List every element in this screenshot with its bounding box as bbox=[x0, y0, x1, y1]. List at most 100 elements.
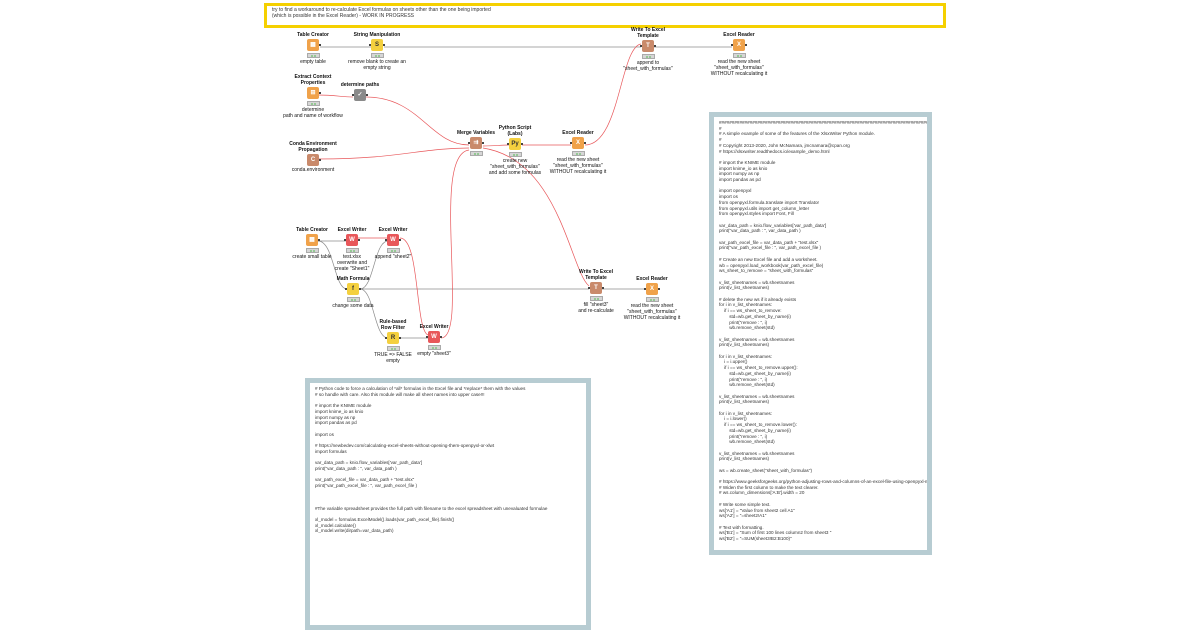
node-excel-writer-3[interactable]: Excel Writer W empty "sheet3" bbox=[404, 324, 464, 357]
code-line: # delete the new ws if it already exists bbox=[719, 296, 797, 302]
code-line: # Text with formatting. bbox=[719, 553, 922, 555]
node-label: test.xlsx overwrite and create "Sheet1" bbox=[334, 254, 370, 272]
code-line: # https://xlsxwriter.readthedocs.io/exam… bbox=[719, 148, 830, 154]
node-label: determine path and name of workflow bbox=[283, 107, 343, 119]
code-line: # https://www.geeksforgeeks.org/python-a… bbox=[719, 479, 932, 485]
flow-paths-to-merge bbox=[365, 96, 470, 146]
node-python-script-labs[interactable]: Python Script (Labs) Py create new "shee… bbox=[485, 125, 545, 176]
code-line: print(v_list_sheetnames) bbox=[719, 456, 770, 462]
node-status-indicator bbox=[386, 248, 400, 253]
string-icon: S bbox=[369, 39, 385, 51]
python-icon: Py bbox=[507, 138, 523, 150]
node-excel-reader-1[interactable]: Excel Reader X read the new sheet "sheet… bbox=[548, 130, 608, 175]
node-label: change some data bbox=[332, 303, 374, 309]
code-line: print("var_data_path : ", var_data_path … bbox=[719, 228, 801, 234]
node-excel-writer-2[interactable]: Excel Writer W append "sheet2" bbox=[363, 227, 423, 260]
code-line: wb.remove_sheet(std) bbox=[719, 439, 775, 445]
node-status-indicator bbox=[306, 101, 320, 106]
node-extract-context-properties[interactable]: Extract Context Properties ⊞ determine p… bbox=[283, 74, 343, 119]
code-line: for i in v_list_sheetnames: bbox=[719, 353, 773, 359]
node-status-indicator bbox=[305, 248, 319, 253]
code-line: print(v_list_sheetnames) bbox=[719, 342, 770, 348]
node-metanode-determine-paths[interactable]: determine paths ✓ bbox=[330, 82, 390, 101]
node-title: Excel Writer bbox=[337, 227, 367, 233]
code-line: var_path_excel_file = var_data_path + "t… bbox=[315, 477, 415, 483]
code-line: v_list_sheetnames = wb.sheetnames bbox=[719, 393, 795, 399]
code-line: std=wb.get_sheet_by_name(i) bbox=[719, 370, 791, 376]
node-status-indicator bbox=[346, 297, 360, 302]
node-rule-based-row-filter[interactable]: Rule-based Row Filter R TRUE => FALSE em… bbox=[363, 319, 423, 364]
node-label: fill "sheet3" and re-calculate bbox=[578, 302, 614, 314]
node-title: Math Formula bbox=[336, 276, 370, 282]
code-line: if i == ws_sheet_to_remove: bbox=[719, 308, 782, 314]
flow-writer3-to-merge bbox=[440, 149, 470, 339]
connection-math-to-writer2 bbox=[359, 240, 389, 290]
node-excel-reader-3[interactable]: Excel Reader X read the new sheet "sheet… bbox=[622, 276, 682, 321]
code-line: import numpy as np bbox=[719, 171, 760, 177]
code-line: # import the KNIME module bbox=[719, 159, 776, 165]
code-line: # Text with formatting. bbox=[719, 524, 764, 530]
node-excel-reader-2[interactable]: Excel Reader X read the new sheet "sheet… bbox=[709, 32, 769, 77]
code-line: std=wb.get_sheet_by_name(i) bbox=[719, 427, 791, 433]
node-label: empty table bbox=[300, 59, 326, 65]
code-line: v_list_sheetnames = wb.sheetnames bbox=[719, 336, 795, 342]
node-title: Excel Writer bbox=[419, 324, 449, 330]
code-line: import formulas bbox=[315, 448, 347, 454]
code-line: v_list_sheetnames = wb.sheetnames bbox=[719, 279, 795, 285]
code-line: # Write some simple text. bbox=[719, 501, 771, 507]
code-line: # Copyright 2013-2020, John McNamara, jm… bbox=[719, 142, 850, 148]
code-line: for i in v_list_sheetnames: bbox=[719, 410, 773, 416]
node-status-indicator bbox=[370, 53, 384, 58]
node-status-indicator bbox=[641, 54, 655, 59]
code-line: #The variable spreadsheet provides the f… bbox=[315, 505, 548, 511]
code-line: print("var_path_excel_file : ", var_path… bbox=[315, 482, 418, 488]
node-write-to-excel-template-1[interactable]: Write To Excel Template T append to "she… bbox=[618, 27, 678, 72]
code-line: wb.remove_sheet(std) bbox=[719, 382, 775, 388]
node-status-indicator bbox=[427, 345, 441, 350]
xls-template-icon: T bbox=[588, 282, 604, 294]
code-line: import openpyxl bbox=[719, 188, 752, 194]
node-label: empty "sheet3" bbox=[417, 351, 451, 357]
banner-line-1: try to find a workaround to re-calculate… bbox=[272, 7, 491, 13]
node-table-creator-small[interactable]: Table Creator ▦ create small table bbox=[282, 227, 342, 260]
node-excel-writer-1[interactable]: Excel Writer W test.xlsx overwrite and c… bbox=[322, 227, 382, 272]
code-line: print("remove : ", i) bbox=[719, 433, 768, 439]
code-line: if i == ws_sheet_to_remove.lower(): bbox=[719, 422, 797, 428]
node-status-indicator bbox=[732, 53, 746, 58]
merge-icon: ⇉ bbox=[468, 137, 484, 149]
code-line: if i == ws_sheet_to_remove.upper(): bbox=[719, 365, 798, 371]
node-merge-variables[interactable]: Merge Variables ⇉ bbox=[446, 130, 506, 156]
code-line: # bbox=[719, 137, 722, 143]
code-line: import os bbox=[315, 431, 334, 437]
code-line: for i in v_list_sheetnames: bbox=[719, 302, 773, 308]
code-line: var_data_path = knio.flow_variables['var… bbox=[315, 460, 423, 466]
code-line: # so handle with care. Also this module … bbox=[315, 391, 485, 397]
xls-icon: X bbox=[644, 283, 660, 295]
node-label: read the new sheet "sheet_with_formulas"… bbox=[623, 303, 681, 321]
node-conda-environment-propagation[interactable]: Conda Environment Propagation C conda.en… bbox=[283, 141, 343, 173]
code-line: v_list_sheetnames = wb.sheetnames bbox=[719, 450, 795, 456]
xls-writer-icon: W bbox=[426, 331, 442, 343]
node-write-to-excel-template-2[interactable]: Write To Excel Template T fill "sheet3" … bbox=[566, 269, 626, 314]
connection-table2-to-math bbox=[317, 240, 348, 290]
node-string-manipulation[interactable]: String Manipulation S remove blank to cr… bbox=[347, 32, 407, 71]
flow-merge-to-template2 bbox=[482, 147, 590, 287]
xls-icon: X bbox=[731, 39, 747, 51]
code-line: import pandas as pd bbox=[719, 177, 761, 183]
code-line: print("remove : ", i) bbox=[719, 376, 768, 382]
code-line: xl_model.write(dirpath=var_data_path) bbox=[315, 528, 394, 534]
code-line: # Create an new Excel file and add a wor… bbox=[719, 256, 818, 262]
code-line: print("var_data_path : ", var_data_path … bbox=[315, 465, 397, 471]
code-line: import pandas as pd bbox=[315, 420, 357, 426]
code-line: std=wb.get_sheet_by_name(i) bbox=[719, 313, 791, 319]
xls-icon: X bbox=[570, 137, 586, 149]
code-line: import numpy as np bbox=[315, 414, 356, 420]
node-table-creator-empty[interactable]: Table Creator ▦ empty table bbox=[283, 32, 343, 65]
code-line: # Widen the first column to make the tex… bbox=[719, 484, 819, 490]
node-title: Excel Reader bbox=[562, 130, 594, 136]
flow-conda-to-merge bbox=[317, 147, 470, 160]
node-label: read the new sheet "sheet_with_formulas"… bbox=[549, 157, 607, 175]
node-label: append to "sheet_with_formulas" bbox=[623, 60, 673, 72]
node-math-formula[interactable]: Math Formula f change some data bbox=[323, 276, 383, 309]
